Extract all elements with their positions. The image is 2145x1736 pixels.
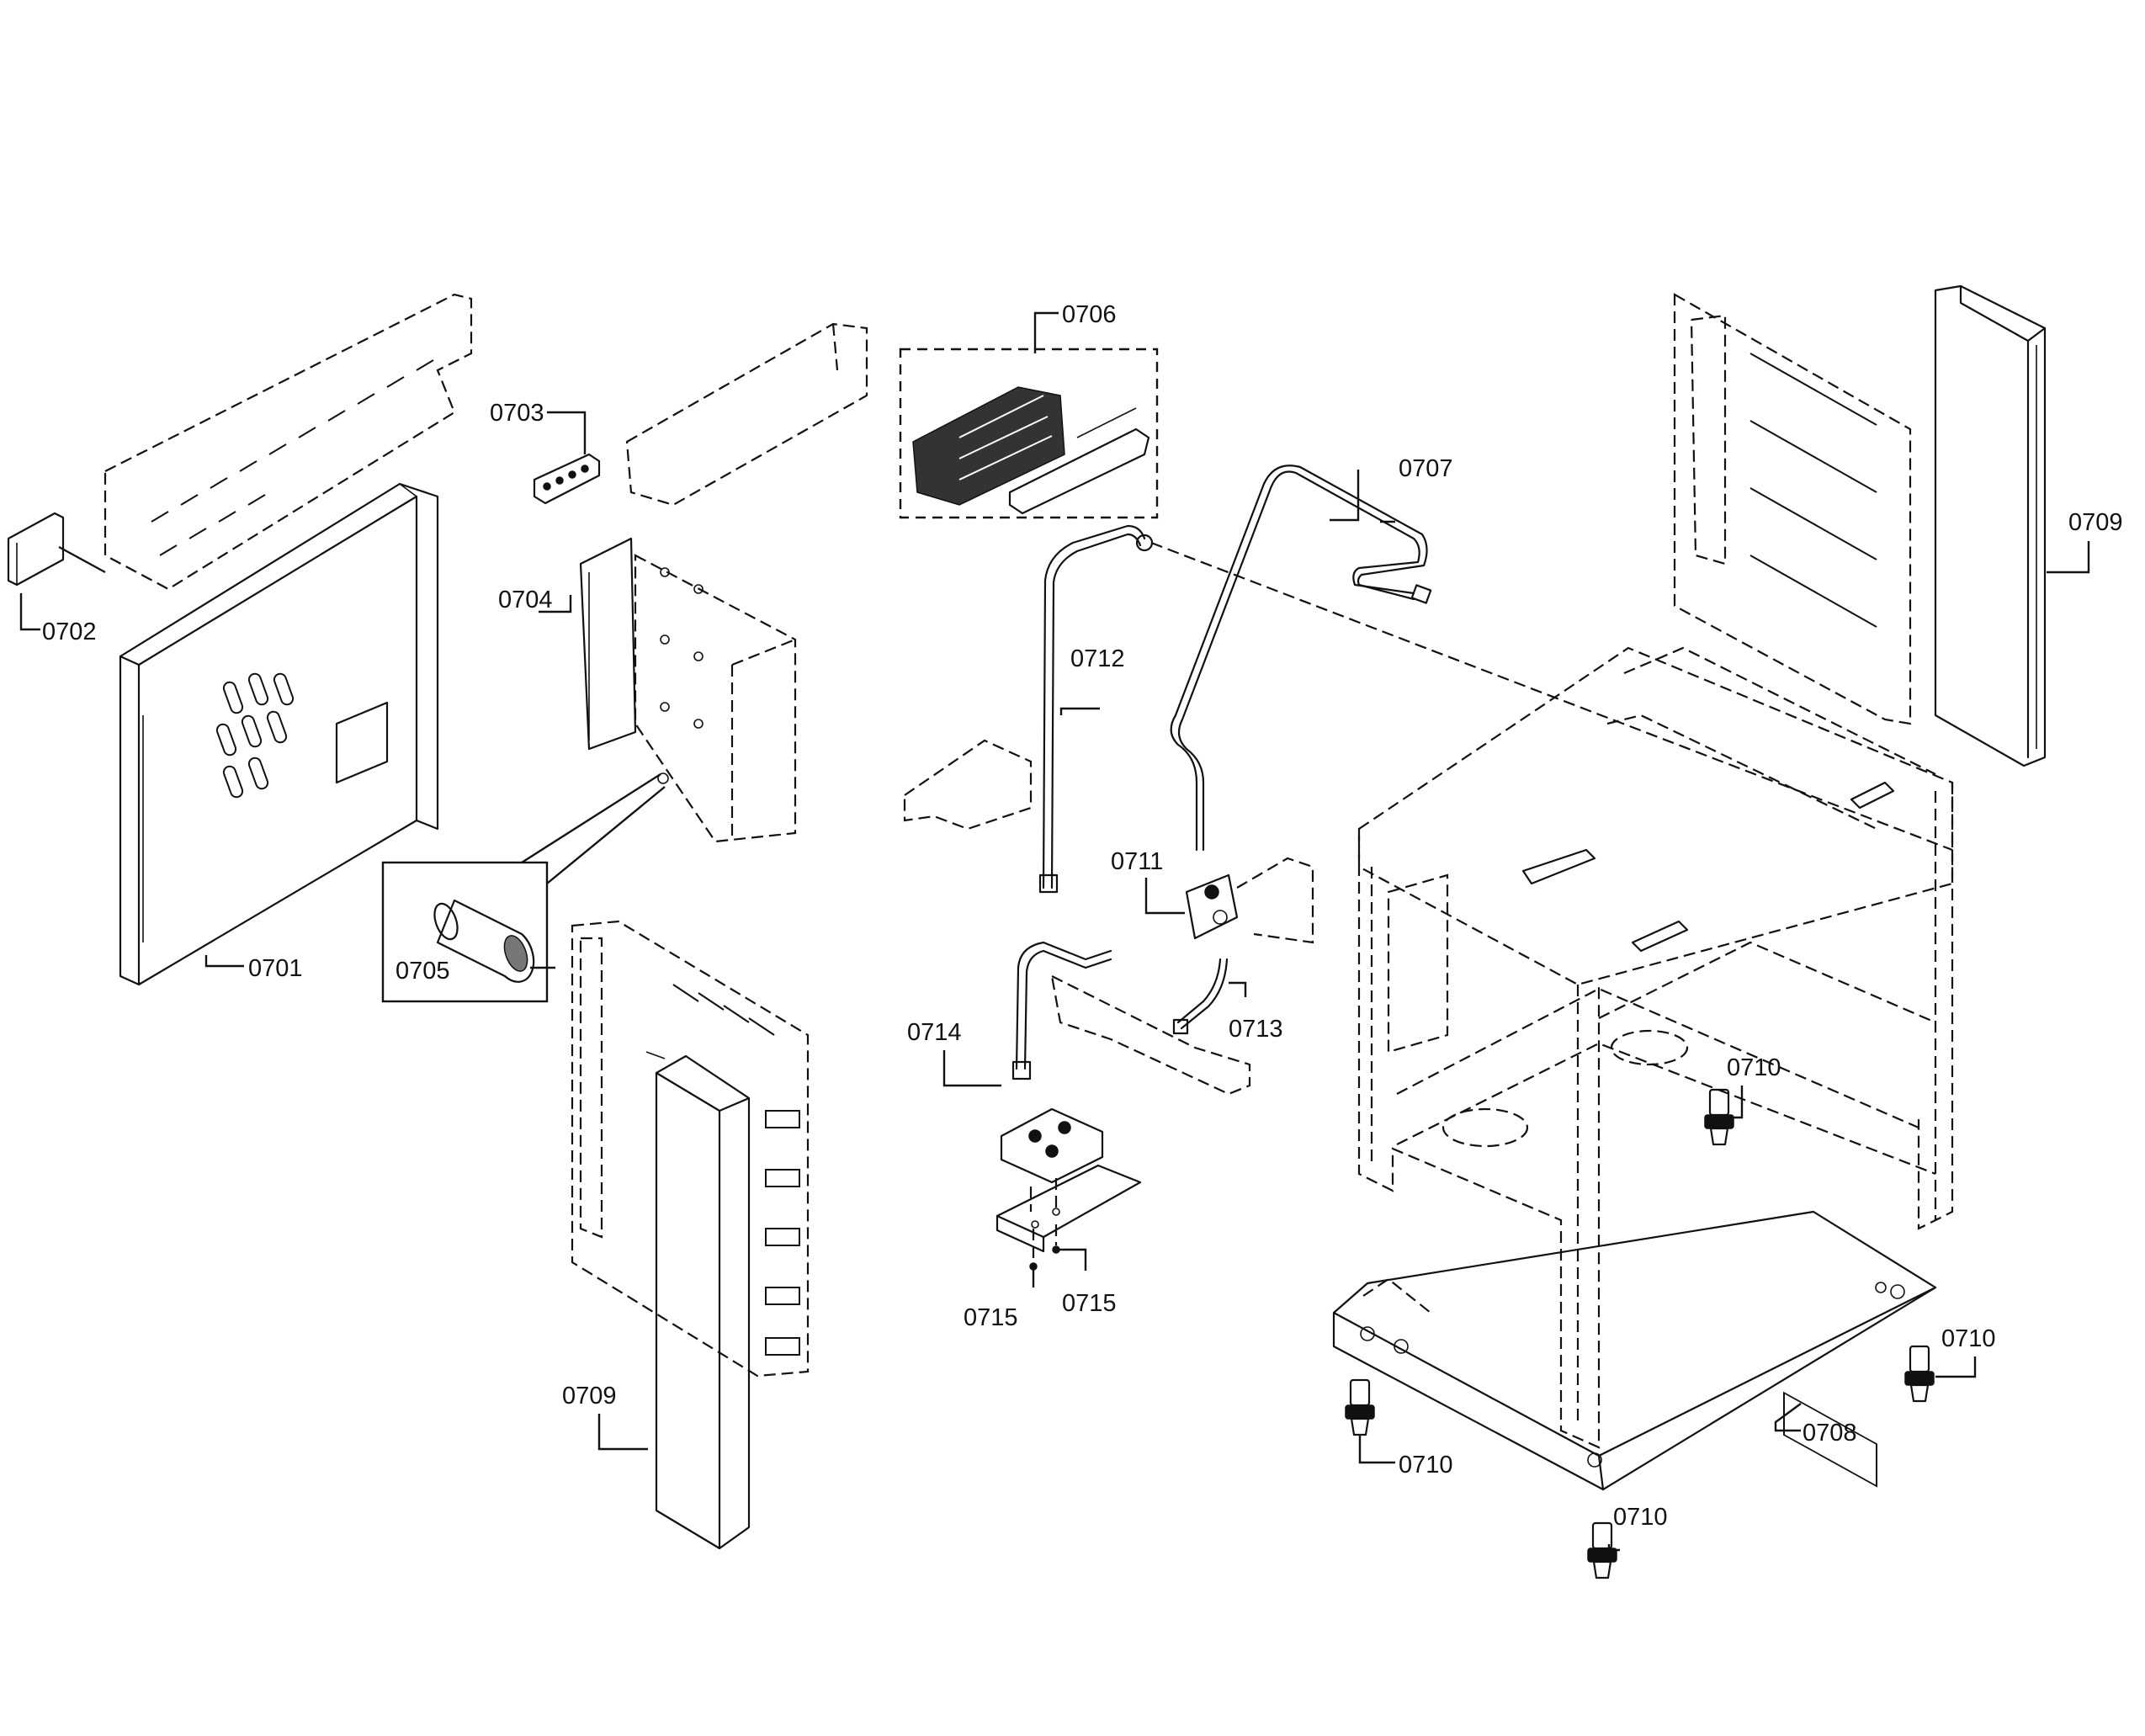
callout-0715-a: 0715 [964, 1304, 1018, 1331]
part-0710-foot-4 [1587, 1521, 1617, 1579]
part-0704-control-board [579, 537, 637, 751]
part-0701-side-panel [119, 482, 439, 986]
callout-0713: 0713 [1229, 1016, 1283, 1043]
callout-0709-upper: 0709 [2068, 509, 2123, 536]
part-0702-bracket [7, 512, 65, 587]
callout-0703: 0703 [490, 400, 544, 427]
callout-0706: 0706 [1062, 301, 1117, 328]
part-0705-detail-box [381, 772, 669, 1003]
part-0703-terminal-block [533, 453, 601, 505]
part-0707-gas-tube [1170, 465, 1432, 852]
part-0714-block [1000, 1107, 1104, 1184]
upper-bracket [625, 322, 868, 507]
part-0710-foot-3 [1345, 1378, 1375, 1436]
callout-0715-b: 0715 [1062, 1290, 1117, 1317]
callout-0710-a: 0710 [1727, 1054, 1781, 1081]
part-0712-tube [1038, 524, 1154, 894]
leader-lines [19, 311, 2090, 1552]
part-0715-plate [996, 1164, 1142, 1271]
callout-0714: 0714 [907, 1019, 962, 1046]
part-0713-pipe [1172, 958, 1229, 1035]
cabinet-frame [1357, 646, 1954, 1449]
part-0709-upper-strip [1934, 284, 2047, 767]
part-0711-valve [1185, 857, 1314, 944]
callout-0711: 0711 [1111, 848, 1163, 875]
callout-0710-d: 0710 [1613, 1504, 1668, 1531]
callout-labels: 0701 0702 0703 0704 0705 0706 0707 0708 … [42, 301, 2123, 1531]
part-0706-fan-assembly [899, 348, 1159, 519]
callout-0707: 0707 [1399, 455, 1453, 482]
callout-0712: 0712 [1070, 645, 1125, 672]
callout-0705: 0705 [396, 958, 450, 985]
callout-0702: 0702 [42, 618, 97, 645]
part-0710-foot-1 [1704, 1088, 1734, 1146]
callout-0709-lower: 0709 [562, 1383, 617, 1410]
lower-side-panel [571, 920, 810, 1378]
rear-right-panel [1673, 293, 1912, 1488]
rear-vent-panel [104, 293, 473, 591]
callout-0710-b: 0710 [1941, 1325, 1996, 1352]
control-box [634, 554, 797, 843]
capacitor [433, 899, 535, 983]
part-0710-foot-2 [1904, 1345, 1935, 1403]
support-bracket [903, 739, 1033, 831]
callout-0701: 0701 [248, 955, 303, 982]
callout-0708: 0708 [1803, 1420, 1857, 1447]
alignment-line [1150, 541, 1953, 852]
part-0708-base-plate [1332, 1210, 1937, 1491]
burner-manifold [1011, 941, 1251, 1096]
callout-0704: 0704 [498, 587, 553, 613]
callout-0710-c: 0710 [1399, 1452, 1453, 1479]
part-0709-lower-panel [645, 1051, 800, 1550]
